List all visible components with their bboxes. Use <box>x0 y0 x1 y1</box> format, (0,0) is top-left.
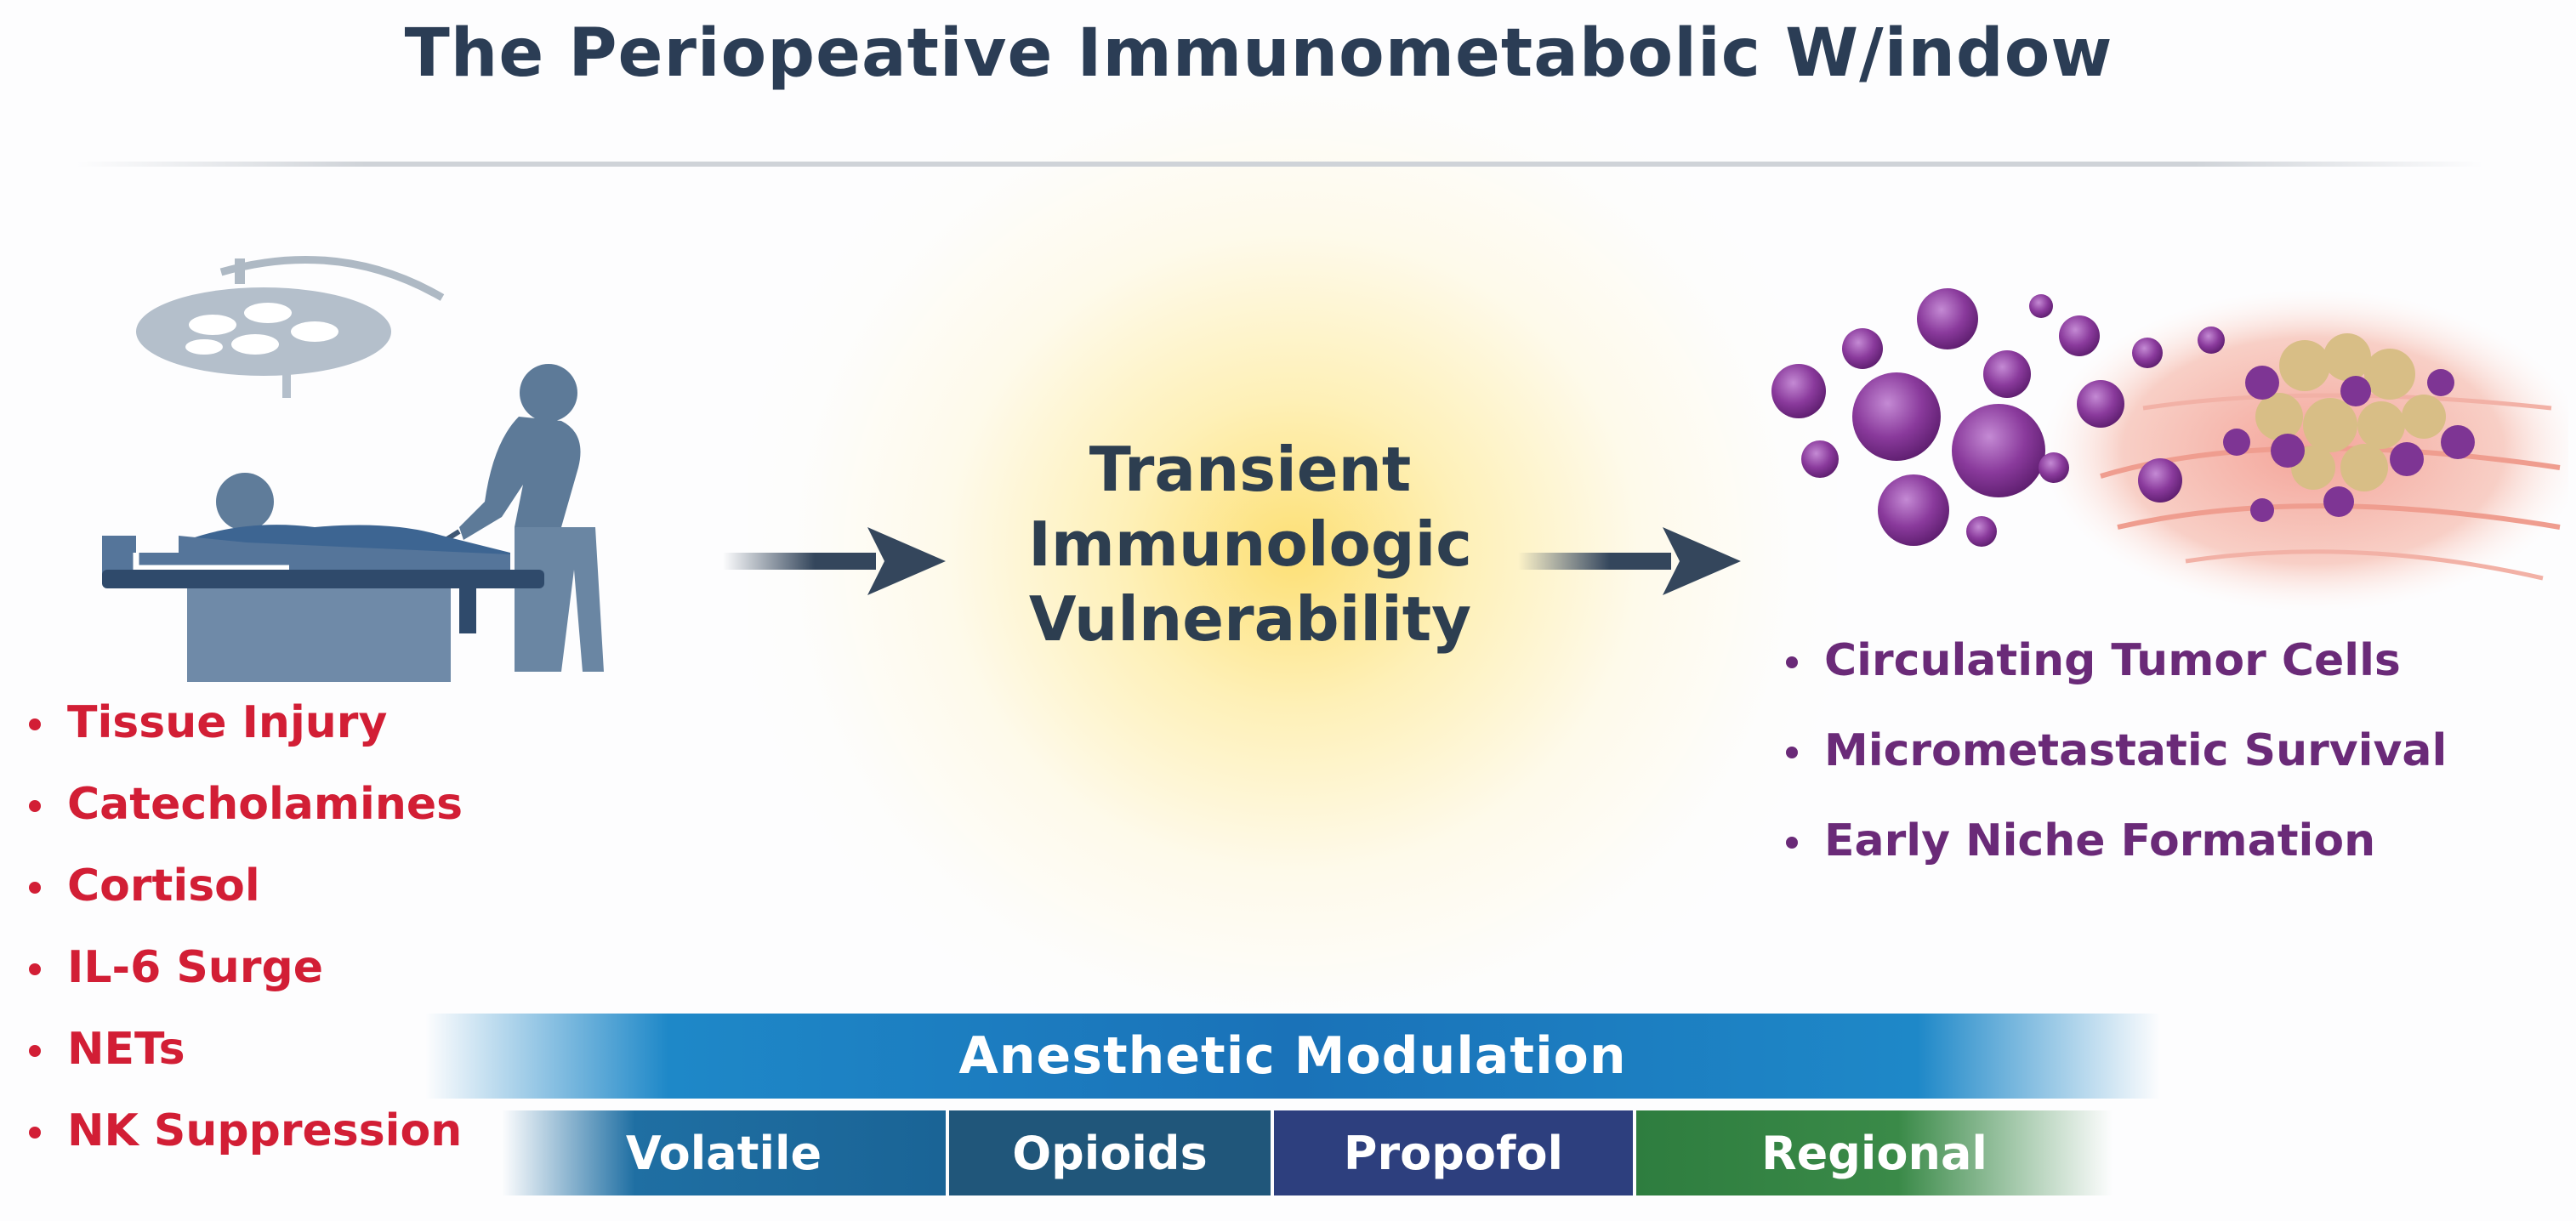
center-line-2: Immunologic <box>1028 508 1472 580</box>
center-line-1: Transient <box>1089 434 1412 505</box>
vulnerability-label: Transient Immunologic Vulnerability <box>970 432 1531 656</box>
operating-table-icon <box>102 536 544 682</box>
title-divider <box>77 162 2483 167</box>
list-item: NK Suppression <box>29 1099 463 1181</box>
list-item: Circulating Tumor Cells <box>1786 629 2447 719</box>
list-item: IL-6 Surge <box>29 936 463 1018</box>
outcomes-list: Circulating Tumor Cells Micrometastatic … <box>1786 629 2447 900</box>
list-item: NETs <box>29 1018 463 1099</box>
surgeon-icon <box>424 364 604 672</box>
stress-factors-list: Tissue Injury Catecholamines Cortisol IL… <box>29 691 463 1181</box>
segment-propofol: Propofol <box>1274 1110 1633 1195</box>
anesthetic-modulation-label: Anesthetic Modulation <box>958 1026 1627 1086</box>
list-item: Early Niche Formation <box>1786 809 2447 900</box>
anesthetic-modulation-band: Anesthetic Modulation <box>425 1014 2160 1099</box>
list-item: Micrometastatic Survival <box>1786 719 2447 809</box>
surgery-illustration <box>102 255 604 682</box>
surgical-lamp-icon <box>136 255 445 398</box>
list-item: Tissue Injury <box>29 691 463 773</box>
tumor-cells-icon <box>1771 288 2568 612</box>
page-title: The Periopeative Immunometabolic W/indow <box>404 15 2113 92</box>
anesthetic-segments: Volatile Opioids Propofol Regional <box>502 1110 2152 1195</box>
segment-volatile: Volatile <box>502 1110 946 1195</box>
arrow-right-icon <box>1518 527 1741 595</box>
arrow-right-icon <box>723 527 946 595</box>
list-item: Catecholamines <box>29 773 463 855</box>
segment-opioids: Opioids <box>949 1110 1271 1195</box>
segment-regional: Regional <box>1636 1110 2113 1195</box>
center-line-3: Vulnerability <box>1028 583 1472 655</box>
list-item: Cortisol <box>29 855 463 936</box>
